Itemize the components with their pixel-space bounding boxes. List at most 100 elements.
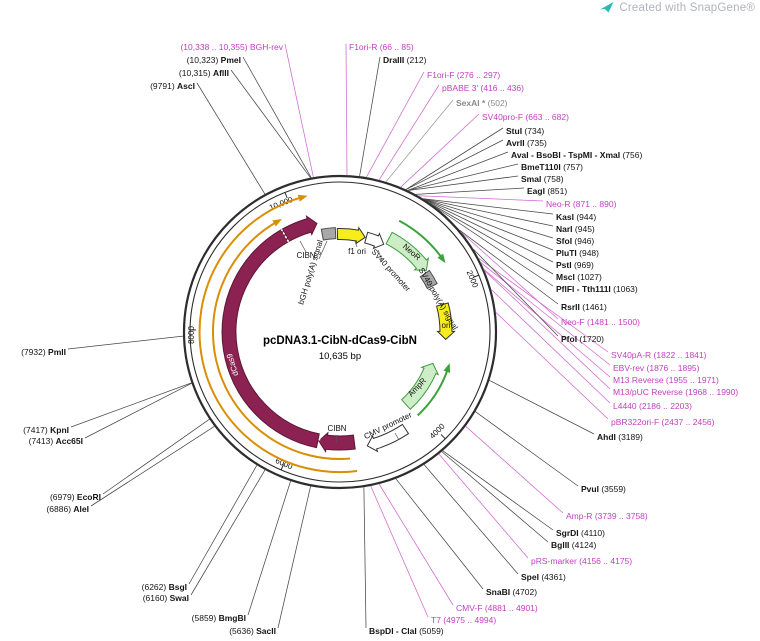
orf-arc <box>417 368 449 417</box>
site-label-rsrii: RsrII (1461) <box>561 302 607 312</box>
site-label-kpni: (7417) KpnI <box>23 425 69 435</box>
site-leader-line <box>417 195 544 202</box>
site-label-acc65i: (7413) Acc65I <box>29 436 83 446</box>
site-leader-line <box>407 163 519 191</box>
feature-label-line <box>318 240 328 260</box>
site-leader-line <box>230 69 311 179</box>
site-leader-line <box>405 127 504 190</box>
orf-arc <box>212 221 351 460</box>
site-label-ebv-rev: EBV-rev (1876 .. 1895) <box>613 363 700 373</box>
site-label-ahdi: AhdI (3189) <box>597 432 643 442</box>
site-leader-line <box>423 198 554 215</box>
feature-sv40-promoter <box>364 231 385 250</box>
feature-label-line <box>428 280 432 287</box>
feature-label-f1-ori: f1 ori <box>348 247 366 256</box>
site-leader-line <box>395 478 484 590</box>
site-label-msci: MscI (1027) <box>556 272 602 282</box>
site-label-neo-f: Neo-F (1481 .. 1500) <box>561 317 640 327</box>
site-label-cmv-f: CMV-F (4881 .. 4901) <box>456 603 538 613</box>
site-leader-line <box>438 453 529 559</box>
site-leader-line <box>345 43 348 176</box>
feature-label-sv40-poly-a-signal: SV40 poly(A) signal <box>417 266 460 332</box>
site-label-asci: (9791) AscI <box>150 81 195 91</box>
feature-label-line <box>354 240 358 248</box>
site-leader-line <box>196 82 266 195</box>
site-label-aflii: (10,315) AflII <box>179 68 229 78</box>
feature-ori <box>435 302 456 341</box>
site-label-neo-r: Neo-R (871 .. 890) <box>546 199 617 209</box>
feature-label-cibn: CIBN <box>327 424 346 433</box>
scale-tick <box>280 464 284 471</box>
feature-neor <box>385 231 430 271</box>
feature-f1-ori <box>336 226 366 245</box>
site-leader-line <box>490 289 611 404</box>
site-leader-line <box>400 113 480 188</box>
site-label-f1ori-r: F1ori-R (66 .. 85) <box>349 42 414 52</box>
site-leader-line <box>363 487 367 629</box>
site-label-m13-reverse: M13 Reverse (1955 .. 1971) <box>613 375 719 385</box>
feature-cibn <box>281 214 318 242</box>
feature-sv40-poly-a-signal <box>419 269 438 290</box>
feature-label-ori: ori <box>442 321 451 330</box>
orf-arrowhead <box>272 219 282 227</box>
site-label-pflfi-tth111i: PflFI - Tth111I (1063) <box>556 284 638 294</box>
site-label-sexai: SexAI * (502) <box>456 98 508 108</box>
site-leader-line <box>407 151 509 191</box>
site-leader-line <box>385 99 454 183</box>
site-label-swai: (6160) SwaI <box>143 593 189 603</box>
site-label-sacii: (5636) SacII <box>229 626 276 636</box>
site-label-pfoi: PfoI (1720) <box>561 334 604 344</box>
feature-label-bgh-poly-a-signal: bGH poly(A) signal <box>296 239 324 306</box>
site-leader-line <box>415 187 525 195</box>
site-leader-line <box>423 464 519 575</box>
site-leader-line <box>423 198 554 239</box>
plasmid-title: pcDNA3.1-CibN-dCas9-CibN <box>263 335 417 347</box>
site-leader-line <box>70 382 192 428</box>
site-label-bmgbi: (5859) BmgBI <box>192 613 246 623</box>
orf-arrowhead <box>297 194 308 202</box>
site-leader-line <box>67 335 184 350</box>
snapgene-credit: Created with SnapGene® <box>600 2 755 14</box>
feature-label-line <box>299 240 307 253</box>
site-label-m13-puc-reverse: M13/pUC Reverse (1968 .. 1990) <box>613 387 738 397</box>
orf-arc <box>398 219 443 259</box>
site-leader-line <box>473 249 559 337</box>
site-leader-line <box>190 469 266 596</box>
feature-label-line <box>335 434 338 444</box>
site-label-stui: StuI (734) <box>506 126 544 136</box>
site-leader-line <box>431 204 554 287</box>
site-leader-line <box>465 425 564 514</box>
site-leader-line <box>277 486 311 629</box>
scale-tick <box>473 274 479 278</box>
site-leader-line <box>423 198 554 251</box>
site-leader-line <box>478 257 609 353</box>
site-leader-line <box>442 450 554 531</box>
site-label-smai: SmaI (758) <box>521 174 564 184</box>
site-leader-line <box>247 480 291 616</box>
site-label-pmli: (7932) PmlI <box>21 347 66 357</box>
site-leader-line <box>407 175 519 191</box>
site-leader-line <box>284 43 314 178</box>
site-label-bspdi-clai: BspDI - ClaI (5059) <box>369 626 444 636</box>
feature-cibn <box>318 431 356 454</box>
backbone-outer-ring <box>182 174 498 490</box>
site-label-sfoi: SfoI (946) <box>556 236 594 246</box>
site-label-draiii: DraIII (212) <box>383 55 427 65</box>
site-label-nari: NarI (945) <box>556 224 595 234</box>
site-label-eagi: EagI (851) <box>527 186 567 196</box>
site-label-pbabe-3: pBABE 3' (416 .. 436) <box>442 83 524 93</box>
site-label-alei: (6886) AleI <box>46 504 89 514</box>
site-label-psti: PstI (969) <box>556 260 594 270</box>
site-label-sv40pro-f: SV40pro-F (663 .. 682) <box>482 112 569 122</box>
feature-cmv-promoter <box>366 423 410 453</box>
scale-tick <box>284 192 288 199</box>
site-leader-line <box>460 231 559 320</box>
feature-label-cibn: CIBN <box>296 251 315 260</box>
site-leader-line <box>370 485 429 618</box>
site-leader-line <box>484 270 611 390</box>
site-leader-line <box>378 483 454 606</box>
scale-tick-label: 8000 <box>187 326 196 344</box>
site-leader-line <box>495 312 609 420</box>
site-leader-line <box>102 418 210 495</box>
